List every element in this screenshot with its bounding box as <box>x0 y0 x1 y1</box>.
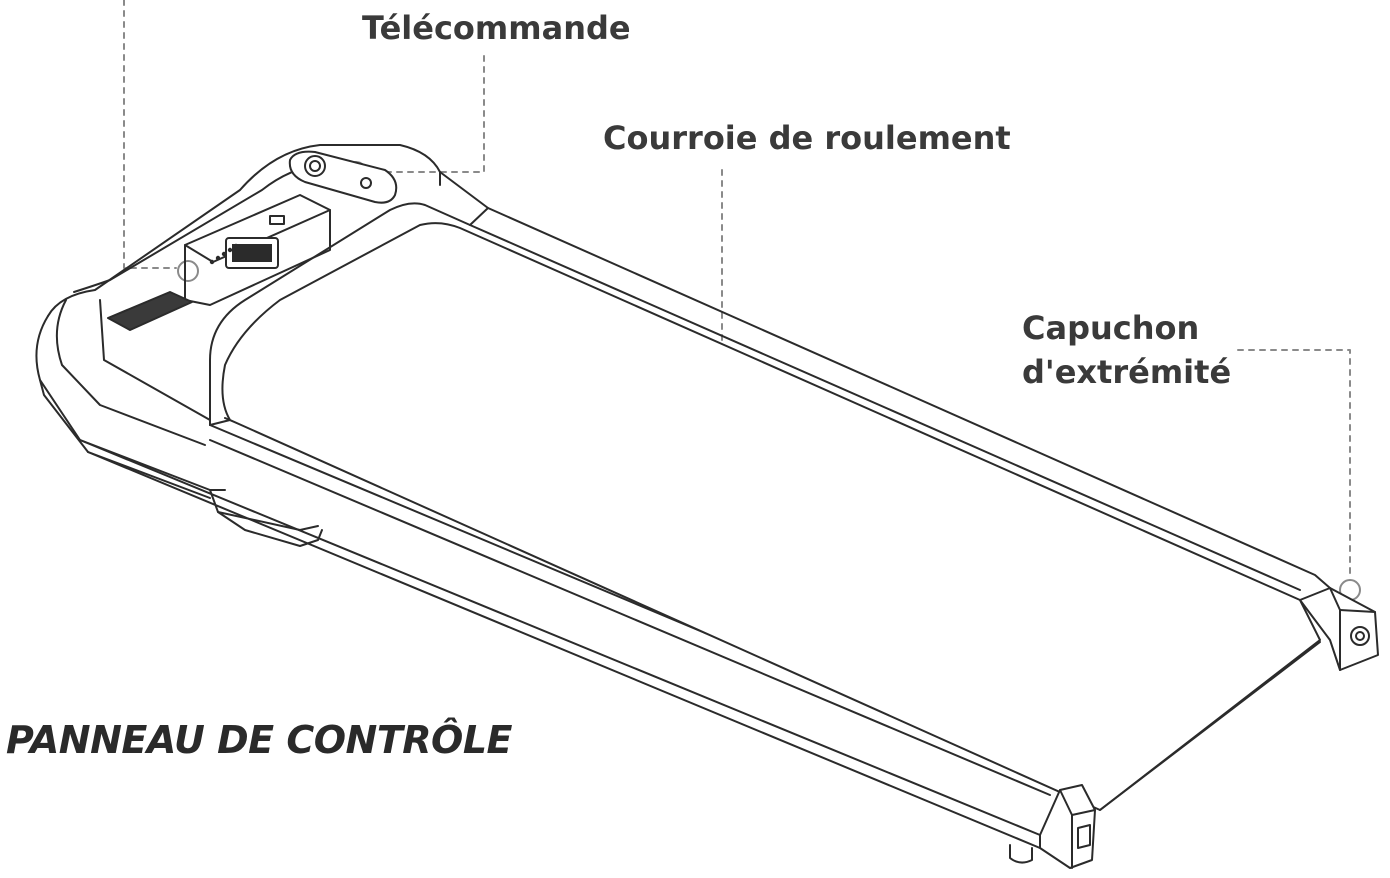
end-cap-label-line2: d'extrémité <box>1022 353 1232 391</box>
belt-label: Courroie de roulement <box>603 119 1011 157</box>
remote-label: Télécommande <box>362 9 631 47</box>
indicator-leds <box>209 243 239 265</box>
leader-remote <box>371 55 485 173</box>
end-cap-label: Capuchon d'extrémité <box>1022 306 1262 394</box>
control-panel-label: PANNEAU DE CONTRÔLE <box>6 718 513 762</box>
rear-corner <box>1009 784 1096 869</box>
display-panel <box>184 194 331 306</box>
remote-dock <box>288 150 398 204</box>
end-cap-label-line1: Capuchon <box>1022 309 1200 347</box>
running-belt <box>221 222 1321 811</box>
leader-control-panel <box>123 0 177 269</box>
end-cap <box>1299 587 1379 671</box>
leader-end-cap <box>1237 349 1351 579</box>
callout-marker-control-panel <box>177 260 199 282</box>
head-housing <box>35 144 489 499</box>
speaker-grille <box>107 291 193 331</box>
motor-foot <box>209 489 323 547</box>
